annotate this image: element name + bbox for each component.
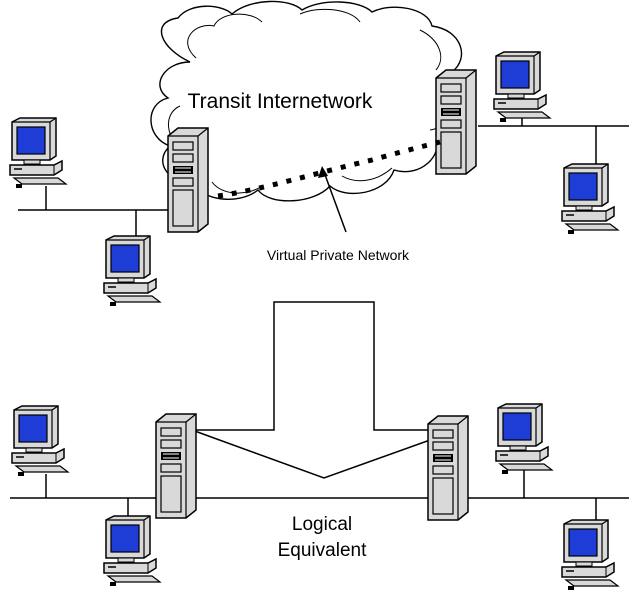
cloud-label: Transit Internetwork xyxy=(188,90,373,113)
computer-icon xyxy=(11,405,69,477)
computer-icon xyxy=(493,51,551,123)
server-tower-icon xyxy=(155,413,197,519)
server-tower-icon xyxy=(167,127,209,233)
computer-icon xyxy=(495,403,553,475)
vpn-label: Virtual Private Network xyxy=(267,247,410,263)
computer-icon xyxy=(9,117,67,189)
computer-icon xyxy=(561,519,619,591)
equivalent-label-line1: Logical xyxy=(292,514,352,535)
equivalent-label-line2: Equivalent xyxy=(278,540,367,561)
server-tower-icon xyxy=(435,69,477,175)
computer-icon xyxy=(561,163,619,235)
computer-icon xyxy=(103,515,161,587)
server-tower-icon xyxy=(427,415,469,521)
vpn-pointer xyxy=(323,171,347,233)
down-arrow-icon xyxy=(191,301,459,479)
computer-icon xyxy=(103,235,161,307)
